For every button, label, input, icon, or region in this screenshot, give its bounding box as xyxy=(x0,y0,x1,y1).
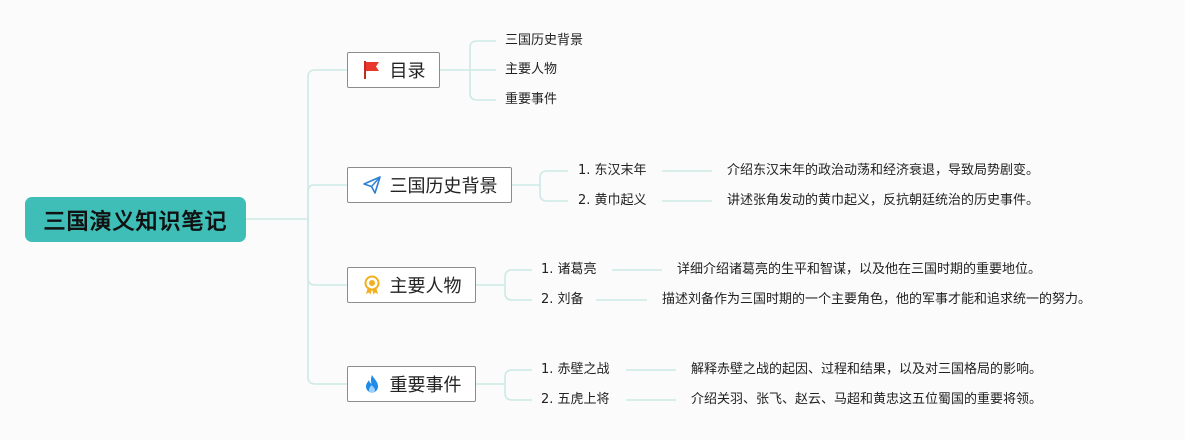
medal-icon xyxy=(362,275,382,295)
background-item[interactable]: 2. 黄巾起义 xyxy=(578,193,647,209)
background-desc[interactable]: 讲述张角发动的黄巾起义，反抗朝廷统治的历史事件。 xyxy=(727,193,1040,208)
item-name: 五虎上将 xyxy=(557,392,610,407)
branch-characters-label: 主要人物 xyxy=(389,276,462,297)
item-number: 1. xyxy=(578,163,591,178)
character-item[interactable]: 2. 刘备 xyxy=(541,292,584,308)
item-number: 2. xyxy=(578,193,591,208)
item-name: 刘备 xyxy=(557,292,584,307)
character-item[interactable]: 1. 诸葛亮 xyxy=(541,262,597,278)
item-number: 2. xyxy=(541,392,554,407)
background-item[interactable]: 1. 东汉末年 xyxy=(578,163,647,179)
branch-events-label: 重要事件 xyxy=(389,375,462,396)
branch-toc[interactable]: 目录 xyxy=(347,52,440,88)
root-node[interactable]: 三国演义知识笔记 xyxy=(25,197,246,242)
character-desc[interactable]: 描述刘备作为三国时期的一个主要角色，他的军事才能和追求统一的努力。 xyxy=(662,292,1092,307)
branch-events[interactable]: 重要事件 xyxy=(347,366,476,402)
paper-plane-icon xyxy=(362,175,382,195)
event-desc[interactable]: 解释赤壁之战的起因、过程和结果，以及对三国格局的影响。 xyxy=(691,362,1043,377)
character-desc[interactable]: 详细介绍诸葛亮的生平和智谋，以及他在三国时期的重要地位。 xyxy=(677,262,1042,277)
event-item[interactable]: 2. 五虎上将 xyxy=(541,392,610,408)
background-desc[interactable]: 介绍东汉末年的政治动荡和经济衰退，导致局势剧变。 xyxy=(727,163,1040,178)
item-name: 黄巾起义 xyxy=(594,193,647,208)
toc-item[interactable]: 重要事件 xyxy=(505,92,558,107)
item-name: 赤壁之战 xyxy=(557,362,610,377)
item-name: 诸葛亮 xyxy=(557,262,597,277)
toc-item[interactable]: 主要人物 xyxy=(505,62,558,77)
branch-toc-label: 目录 xyxy=(389,61,426,82)
item-number: 1. xyxy=(541,262,554,277)
item-number: 1. xyxy=(541,362,554,377)
red-flag-icon xyxy=(362,60,382,80)
event-desc[interactable]: 介绍关羽、张飞、赵云、马超和黄忠这五位蜀国的重要将领。 xyxy=(691,392,1043,407)
item-name: 东汉末年 xyxy=(594,163,647,178)
branch-background[interactable]: 三国历史背景 xyxy=(347,167,512,203)
branch-background-label: 三国历史背景 xyxy=(389,176,498,197)
fire-icon xyxy=(362,374,382,394)
toc-item[interactable]: 三国历史背景 xyxy=(505,33,584,48)
item-number: 2. xyxy=(541,292,554,307)
branch-characters[interactable]: 主要人物 xyxy=(347,267,476,303)
root-title: 三国演义知识笔记 xyxy=(43,209,228,235)
event-item[interactable]: 1. 赤壁之战 xyxy=(541,362,610,378)
